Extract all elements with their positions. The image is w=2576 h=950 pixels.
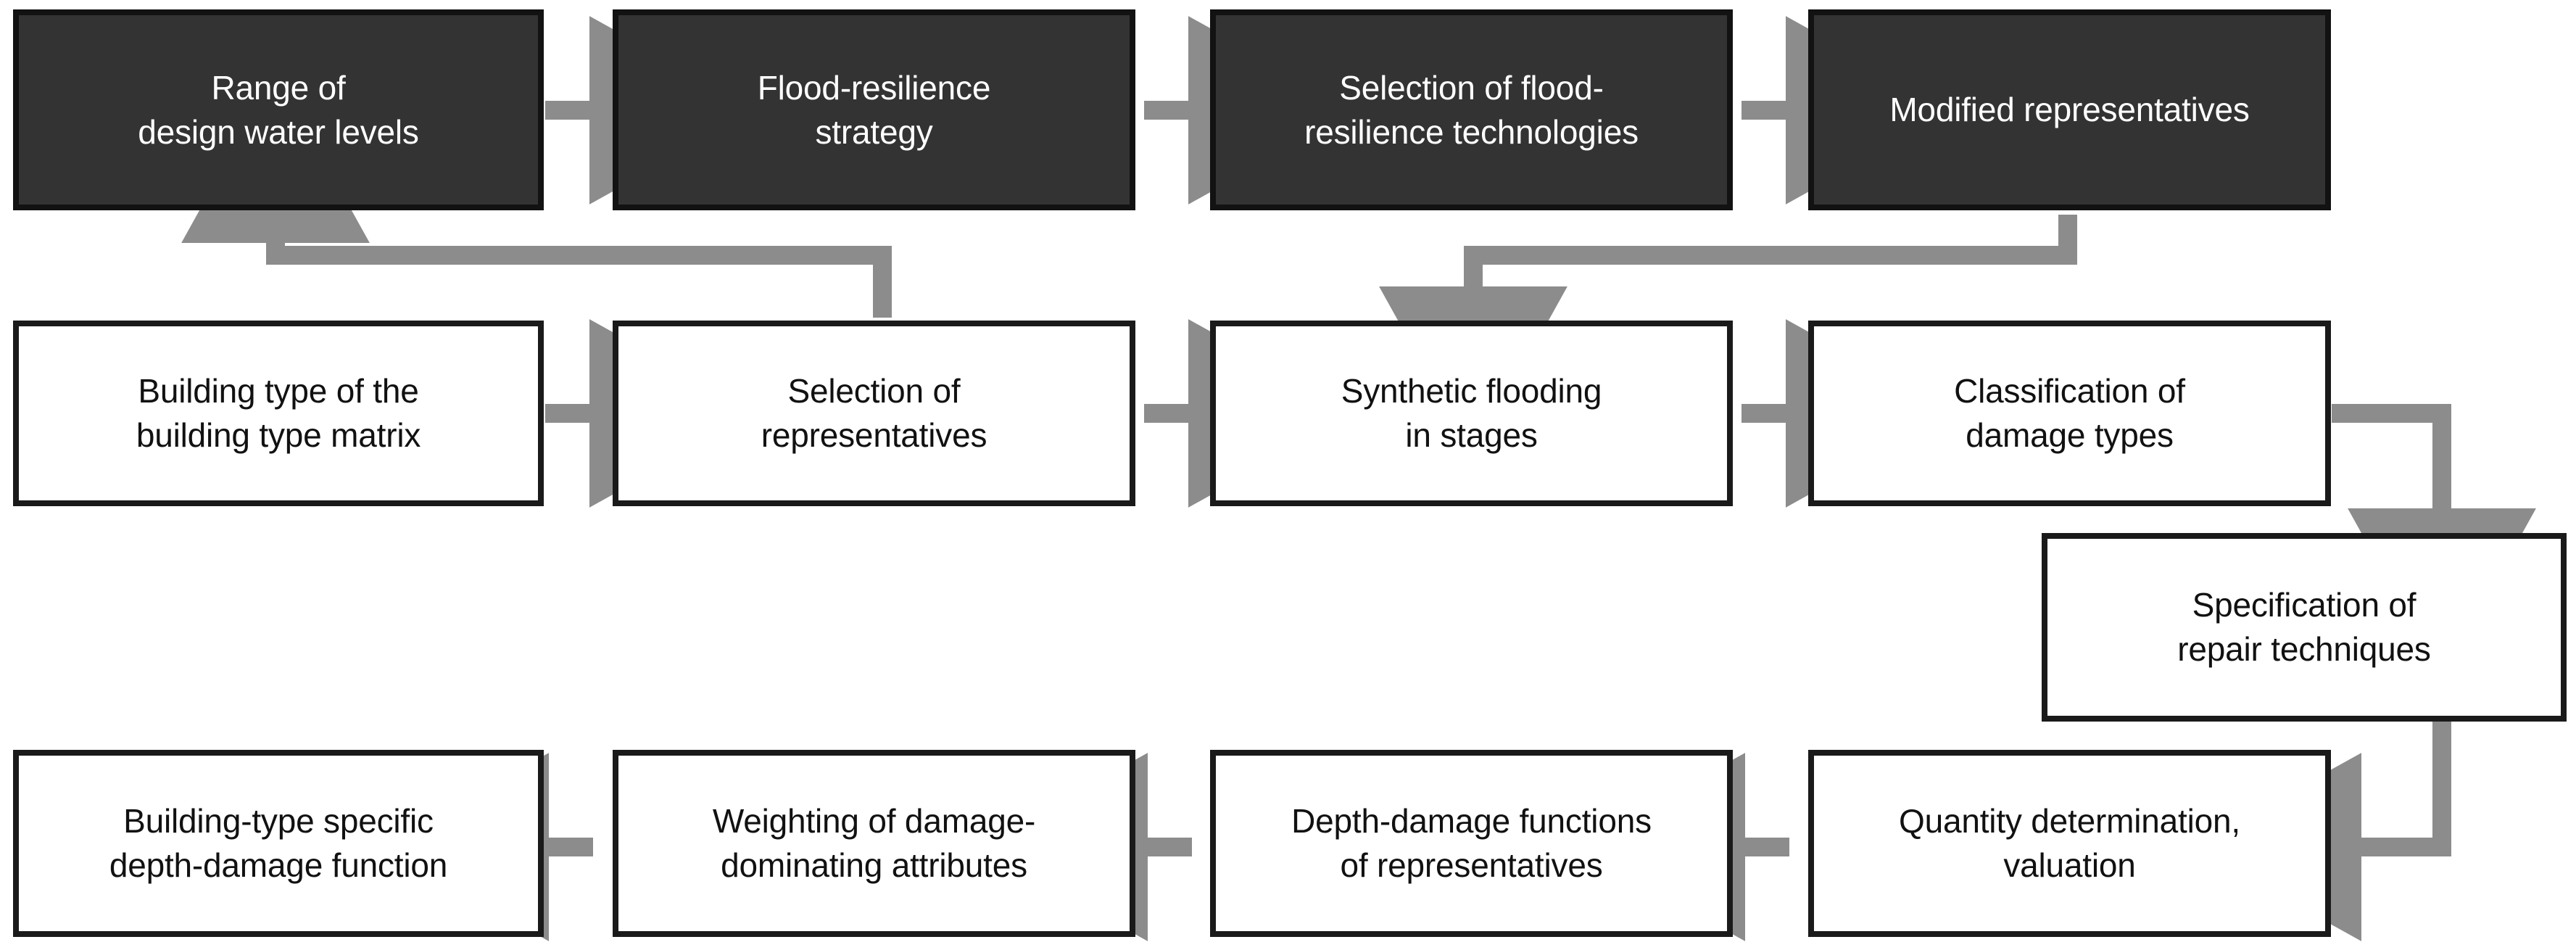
node-label: Weighting of damage- dominating attribut… xyxy=(712,802,1036,884)
node-selection-of-representatives[interactable]: Selection of representatives xyxy=(613,321,1135,506)
arrow-modified-to-synthetic xyxy=(1379,215,2077,456)
node-synthetic-flooding-in-stages[interactable]: Synthetic flooding in stages xyxy=(1210,321,1733,506)
node-depth-damage-functions-of-representatives[interactable]: Depth-damage functions of representative… xyxy=(1210,750,1733,937)
node-label: Building type of the building type matri… xyxy=(136,372,421,454)
node-specification-of-repair-techniques[interactable]: Specification of repair techniques xyxy=(2042,533,2567,722)
node-quantity-determination-valuation[interactable]: Quantity determination, valuation xyxy=(1808,750,2331,937)
node-label: Depth-damage functions of representative… xyxy=(1291,802,1652,884)
node-selection-of-flood-resilience-technologies[interactable]: Selection of flood- resilience technolog… xyxy=(1210,9,1733,210)
node-label: Specification of repair techniques xyxy=(2177,586,2431,668)
arrow-specification-to-quantity xyxy=(2192,722,2451,941)
node-label: Building-type specific depth-damage func… xyxy=(109,802,448,884)
node-classification-of-damage-types[interactable]: Classification of damage types xyxy=(1808,321,2331,506)
node-label: Range of design water levels xyxy=(138,68,419,151)
arrow-classification-to-specification xyxy=(2332,404,2536,678)
node-label: Quantity determination, valuation xyxy=(1899,802,2240,884)
node-building-type-specific-depth-damage-function[interactable]: Building-type specific depth-damage func… xyxy=(13,750,544,937)
node-flood-resilience-strategy[interactable]: Flood-resilience strategy xyxy=(613,9,1135,210)
node-label: Selection of flood- resilience technolog… xyxy=(1304,68,1639,151)
node-label: Classification of damage types xyxy=(1954,372,2185,454)
node-label: Flood-resilience strategy xyxy=(757,68,991,151)
node-weighting-of-damage-dominating-attributes[interactable]: Weighting of damage- dominating attribut… xyxy=(613,750,1135,937)
node-label: Modified representatives xyxy=(1889,91,2250,129)
node-modified-representatives[interactable]: Modified representatives xyxy=(1808,9,2331,210)
node-building-type-of-the-building-type-matrix[interactable]: Building type of the building type matri… xyxy=(13,321,544,506)
node-label: Synthetic flooding in stages xyxy=(1341,372,1602,454)
node-label: Selection of representatives xyxy=(761,372,987,454)
node-range-of-design-water-levels[interactable]: Range of design water levels xyxy=(13,9,544,210)
arrow-representatives-to-water-levels xyxy=(181,73,892,318)
